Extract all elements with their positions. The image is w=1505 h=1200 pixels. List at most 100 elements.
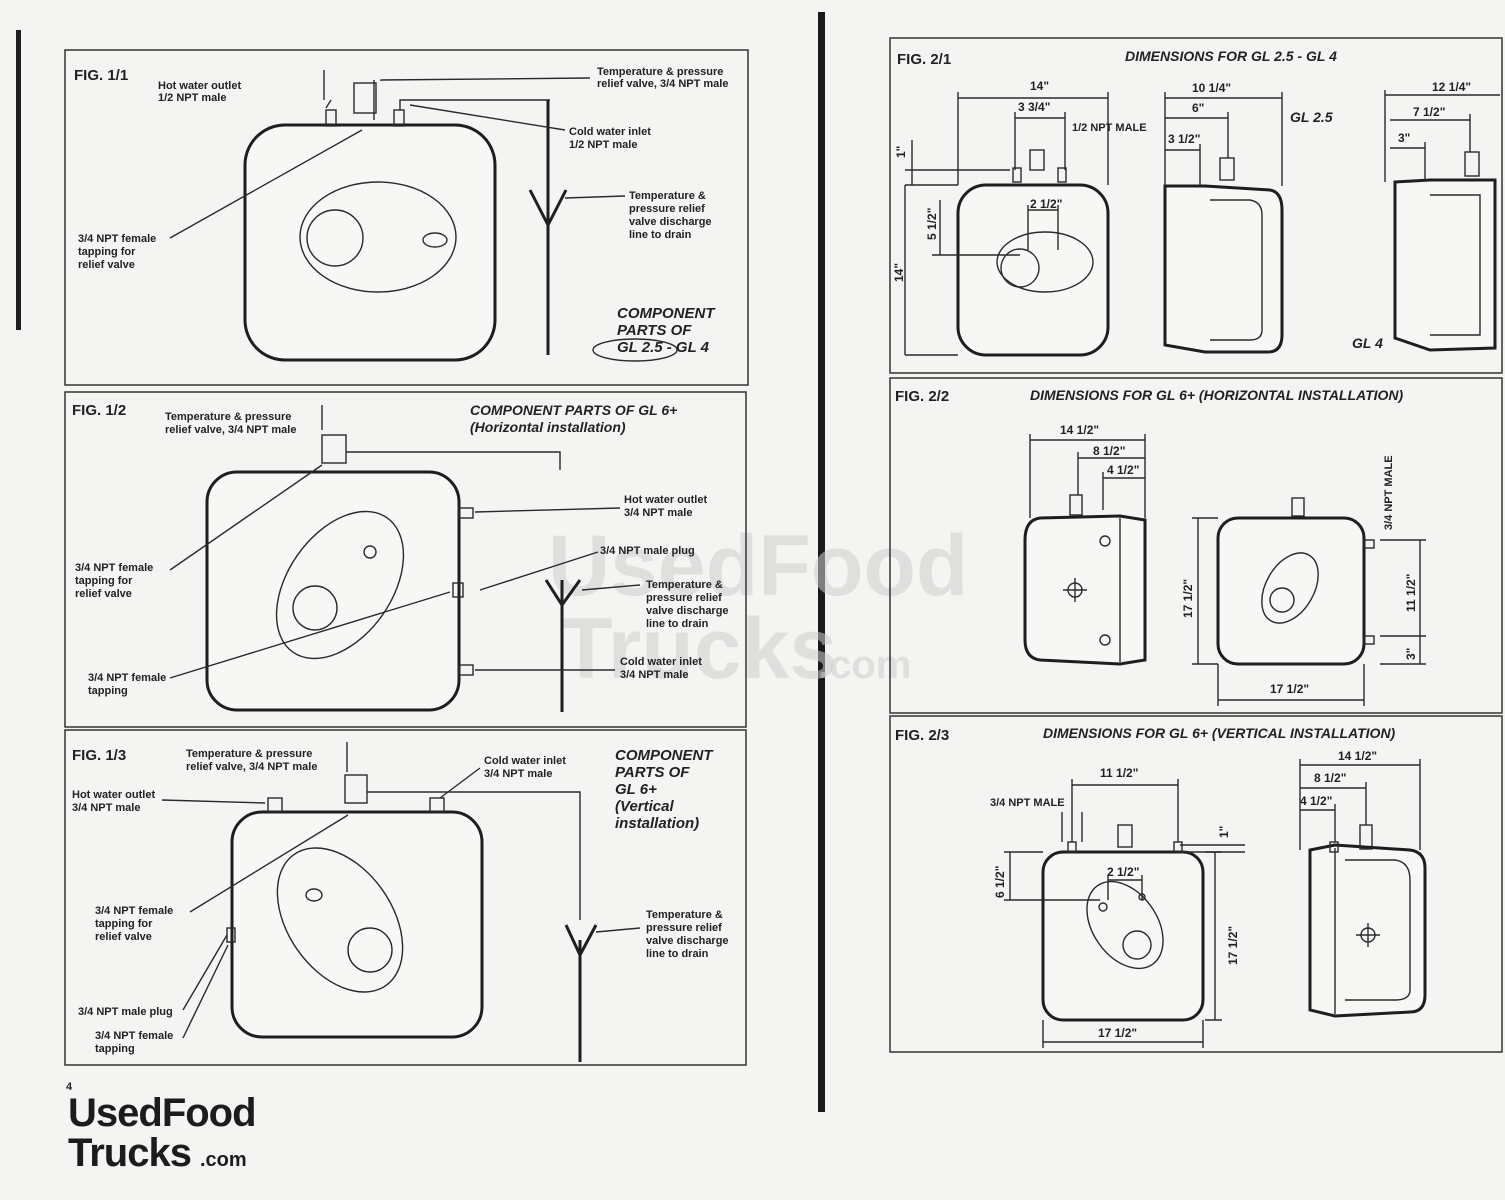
gl4-label: GL 4 xyxy=(1352,335,1383,351)
dim-3-1-2: 3 1/2" xyxy=(1168,132,1200,146)
cold-inlet-label-1: Cold water inlet xyxy=(569,126,651,138)
dim-7-1-2: 7 1/2" xyxy=(1413,105,1445,119)
gl6-vertical-front-view xyxy=(1041,850,1205,1022)
dim-17-1-2-width: 17 1/2" xyxy=(1098,1026,1137,1040)
thermostat-knob xyxy=(292,585,338,631)
figure-1-3-title: FIG. 1/3 xyxy=(72,747,126,764)
hot-outlet-label-1: Hot water outlet xyxy=(72,789,155,801)
figure-1-2-heading-2: (Horizontal installation) xyxy=(470,419,626,435)
dim-14-width: 14" xyxy=(1030,79,1049,93)
usedfoodtrucks-logo: UsedFood Trucks .com xyxy=(68,1091,257,1175)
gl6-horizontal-front-view xyxy=(1216,516,1366,666)
valve-discharge-pipe xyxy=(367,791,581,920)
figure-1-1-title: FIG. 1/1 xyxy=(74,67,128,84)
female-tapping-label-1: 3/4 NPT female xyxy=(95,905,173,917)
discharge-label-3: valve discharge xyxy=(629,216,712,228)
caption-line-2: PARTS OF xyxy=(617,322,692,339)
caption-line-1: COMPONENT xyxy=(615,747,714,764)
dim-1: 1" xyxy=(1217,826,1231,838)
tp-valve-label-2: relief valve, 3/4 NPT male xyxy=(597,78,728,90)
figure-2-1: FIG. 2/1 DIMENSIONS FOR GL 2.5 - GL 4 14… xyxy=(889,37,1503,374)
tank-horizontal-view xyxy=(205,470,461,712)
cold-inlet-label-2: 1/2 NPT male xyxy=(569,139,637,151)
female-tapping-label-3: relief valve xyxy=(78,259,135,271)
discharge-label-2: pressure relief xyxy=(646,922,722,934)
relief-valve-icon xyxy=(1029,149,1045,171)
plug-fitting xyxy=(452,582,464,598)
gl4-side-view xyxy=(1393,178,1497,352)
relief-valve-icon xyxy=(353,82,377,114)
tp-valve-label-1: Temperature & pressure xyxy=(597,66,723,78)
figure-2-2-frame xyxy=(889,377,1503,714)
tapping-label-2: tapping xyxy=(88,685,128,697)
dim-14-height: 14" xyxy=(892,263,906,282)
logo-line2: Trucks xyxy=(68,1131,191,1175)
figure-2-2: FIG. 2/2 DIMENSIONS FOR GL 6+ (HORIZONTA… xyxy=(889,377,1503,714)
discharge-label-3: valve discharge xyxy=(646,935,729,947)
dim-4-1-2: 4 1/2" xyxy=(1107,463,1139,477)
plug-leader xyxy=(182,934,228,1011)
hot-outlet-fitting xyxy=(267,797,283,813)
tank-front-view xyxy=(243,123,497,362)
control-panel-oval xyxy=(299,181,457,293)
dim-6-1-2: 6 1/2" xyxy=(993,866,1007,898)
gl-front-view xyxy=(956,183,1110,357)
discharge-label-1: Temperature & xyxy=(629,190,706,202)
hot-outlet-label-2: 1/2 NPT male xyxy=(158,92,226,104)
dim-5-1-2: 5 1/2" xyxy=(925,208,939,240)
control-panel-oval xyxy=(275,510,405,660)
cold-inlet-label-2: 3/4 NPT male xyxy=(484,768,552,780)
drain-funnel xyxy=(544,579,582,608)
control-panel-oval xyxy=(276,847,404,993)
thermostat-knob xyxy=(347,927,393,973)
drain-funnel xyxy=(564,924,598,959)
discharge-label-3: valve discharge xyxy=(646,605,729,617)
female-tapping-leader xyxy=(169,464,323,571)
tapping-leader xyxy=(182,944,229,1039)
hot-outlet-fitting xyxy=(458,507,474,519)
discharge-label-1: Temperature & xyxy=(646,909,723,921)
caption-line-3: GL 6+ xyxy=(615,781,657,798)
thermostat-knob xyxy=(306,209,364,267)
gl25-label: GL 2.5 xyxy=(1290,109,1333,125)
indicator-light xyxy=(422,232,448,248)
hot-outlet-label-2: 3/4 NPT male xyxy=(72,802,140,814)
female-tapping-label-2: tapping for xyxy=(75,575,133,587)
cold-inlet-label-2: 3/4 NPT male xyxy=(620,669,688,681)
watermark: UsedFood Trucks .com xyxy=(548,518,968,697)
discharge-label-2: pressure relief xyxy=(629,203,705,215)
caption-line-2: PARTS OF xyxy=(615,764,690,781)
watermark-suffix: .com xyxy=(818,643,911,687)
dim-17-1-2-height: 17 1/2" xyxy=(1181,579,1195,618)
discharge-label-1: Temperature & xyxy=(646,579,723,591)
dim-4-1-2: 4 1/2" xyxy=(1300,794,1332,808)
caption-line-3: GL 2.5 - GL 4 xyxy=(617,339,710,356)
cold-inlet-fitting xyxy=(458,664,474,676)
figure-1-2-heading-1: COMPONENT PARTS OF GL 6+ xyxy=(470,402,677,418)
center-spine xyxy=(818,12,825,1112)
dim-14-1-2: 14 1/2" xyxy=(1338,749,1377,763)
dim-11-1-2: 11 1/2" xyxy=(1404,574,1418,612)
discharge-label-4: line to drain xyxy=(646,618,709,630)
dim-1: 1" xyxy=(894,146,908,158)
figure-2-1-frame xyxy=(889,37,1503,374)
female-tapping-leader xyxy=(169,129,363,239)
thermostat-knob xyxy=(1000,248,1040,288)
hot-outlet-label-2: 3/4 NPT male xyxy=(624,507,692,519)
female-tapping-label-3: relief valve xyxy=(95,931,152,943)
logo-line1: UsedFood xyxy=(68,1091,256,1135)
dim-3: 3" xyxy=(1398,131,1410,145)
tp-valve-label-2: relief valve, 3/4 NPT male xyxy=(186,761,317,773)
npt-label: 1/2 NPT MALE xyxy=(1072,122,1147,134)
figure-2-2-title: FIG. 2/2 xyxy=(895,388,949,405)
female-tapping-label-2: tapping for xyxy=(78,246,136,258)
tp-valve-label-1: Temperature & pressure xyxy=(186,748,312,760)
dim-8-1-2: 8 1/2" xyxy=(1314,771,1346,785)
control-panel-oval xyxy=(996,231,1094,293)
valve-discharge-pipe xyxy=(346,451,561,470)
cold-inlet-fitting xyxy=(393,109,405,127)
valve-discharge-pipe xyxy=(399,99,550,110)
dim-12-1-4: 12 1/4" xyxy=(1432,80,1471,94)
relief-valve-icon xyxy=(321,434,347,464)
